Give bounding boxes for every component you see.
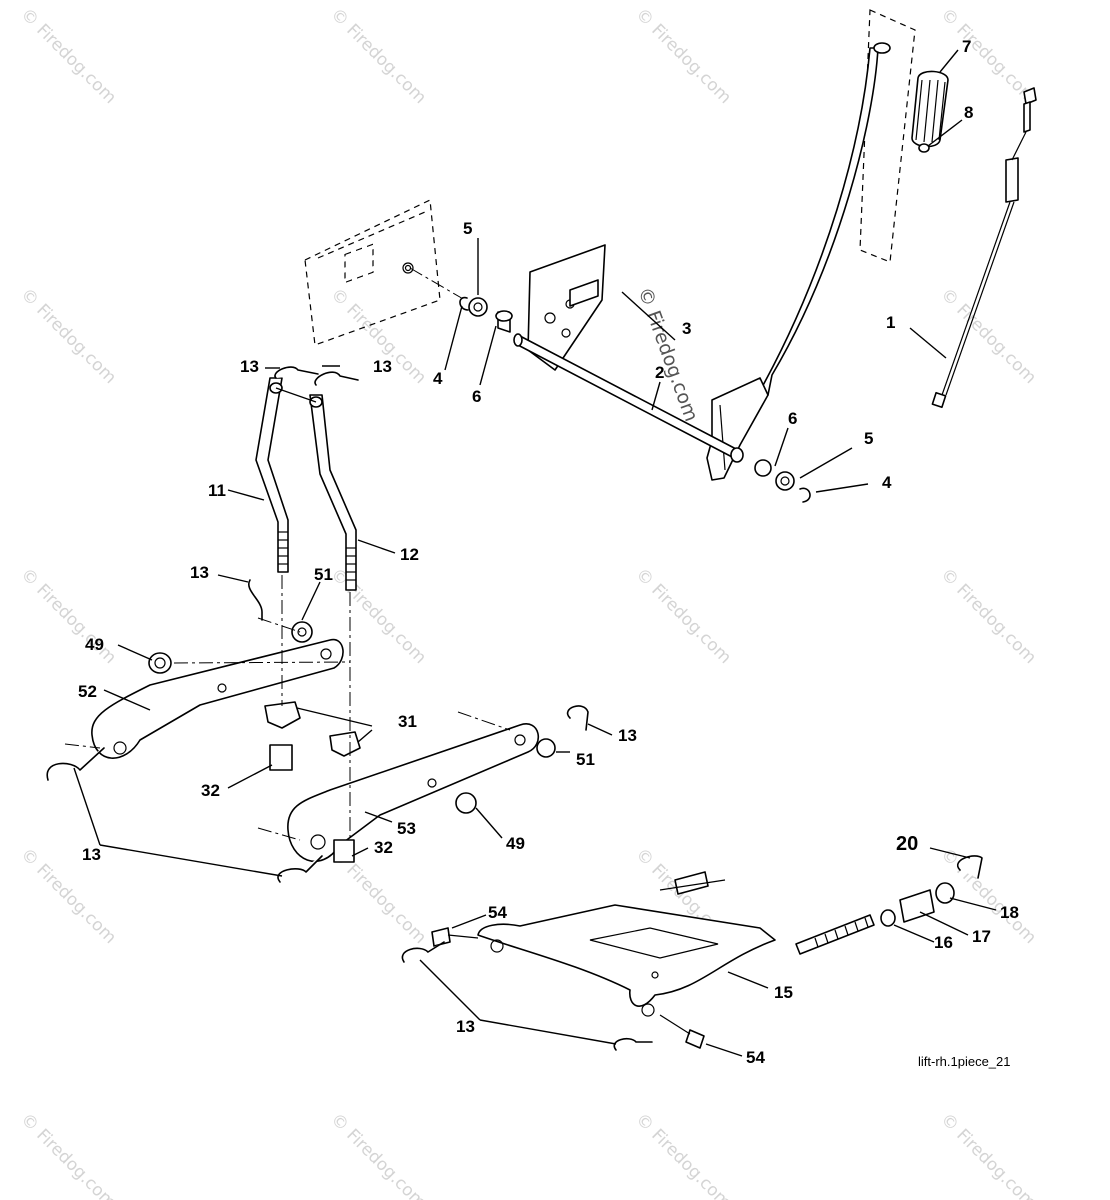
lift-bracket-plate [527,244,606,371]
callout-54-bottom: 54 [746,1048,765,1067]
callout-8: 8 [964,103,973,122]
drawing-caption: lift-rh.1piece_21 [918,1054,1011,1069]
lift-shaft [513,333,744,463]
lift-link-11 [255,377,289,573]
hairpin-clip [314,371,359,386]
callout-51-left: 51 [314,565,333,584]
hairpin-clip [46,747,105,781]
ferrule-32 [269,744,293,771]
watermark-text: © Firedog.com [16,284,120,388]
callout-3: 3 [682,319,691,338]
callout-52: 52 [78,682,97,701]
callout-13-top-right: 13 [373,357,392,376]
callout-6-left: 6 [472,387,481,406]
callout-20: 20 [896,833,918,855]
assembly-centerlines [64,575,511,841]
lift-rod [931,87,1037,409]
callout-5-right: 5 [864,429,873,448]
callout-54-top: 54 [488,903,507,922]
washer-51 [536,738,556,758]
callout-12: 12 [400,545,419,564]
callout-11: 11 [208,481,226,500]
lift-plate-15 [477,904,776,1017]
shaft-hardware-right [754,459,811,503]
callout-51-right: 51 [576,750,595,769]
trunnion-31 [264,701,301,729]
callout-13-right: 13 [618,726,637,745]
flange-bushing-49 [455,792,477,814]
callout-32-left: 32 [201,781,220,800]
lift-handle [706,42,891,481]
callout-4-right: 4 [882,473,892,492]
callout-7: 7 [962,37,971,56]
lift-link-12 [275,387,357,591]
frame-reference [304,199,466,346]
adjuster-assembly [659,855,983,955]
callout-13-mid: 13 [190,563,209,582]
callout-15: 15 [774,983,793,1002]
hairpin-clip [248,579,263,621]
callout-5-left: 5 [463,219,472,238]
callout-labels: 7 8 1 3 2 5 4 6 6 5 4 13 13 11 12 13 51 … [78,37,1019,1067]
trunnion-31 [329,731,361,757]
watermark-text: © Firedog.com [631,564,735,668]
watermark-layer: © Firedog.com © Firedog.com © Firedog.co… [16,4,1040,1200]
callout-18: 18 [1000,903,1019,922]
ferrule-32 [333,839,355,863]
callout-13-top-left: 13 [240,357,259,376]
watermark-text: © Firedog.com [16,564,120,668]
watermark-text: © Firedog.com [16,1109,120,1200]
callout-13-lower-left: 13 [82,845,101,864]
callout-4-left: 4 [433,369,443,388]
watermark-text: © Firedog.com [631,1109,735,1200]
watermark-text: © Firedog.com [936,1109,1040,1200]
callout-53: 53 [397,819,416,838]
hairpin-clip [401,941,445,963]
watermark-text: © Firedog.com [936,564,1040,668]
hairpin-clip [566,705,589,731]
watermark-text: © Firedog.com [631,4,735,108]
hairpin-clip [274,366,319,379]
callout-17: 17 [972,927,991,946]
watermark-text: © Firedog.com [936,284,1040,388]
watermark-text: © Firedog.com [326,4,430,108]
callout-1: 1 [886,313,895,332]
callout-2: 2 [655,363,664,382]
callout-13-bottom: 13 [456,1017,475,1036]
handle-grip [911,70,949,153]
lift-arm-53 [287,723,540,863]
callout-49-right: 49 [506,834,525,853]
bolt-54 [431,927,451,947]
hairpin-clip [613,1038,653,1051]
callout-31: 31 [398,712,417,731]
callout-6-right: 6 [788,409,797,428]
callout-49-left: 49 [85,635,104,654]
callout-16: 16 [934,933,953,952]
lift-arm-52 [91,638,344,759]
leader-lines [73,49,997,1057]
watermark-text: © Firedog.com [16,4,120,108]
shaft-hardware-left [459,296,513,333]
watermark-text: © Firedog.com [16,844,120,948]
hairpin-clip [277,855,323,883]
flange-bushing-49 [148,652,172,674]
callout-32-right: 32 [374,838,393,857]
washer-51 [291,621,313,643]
bolt-54 [685,1029,705,1049]
watermark-text: © Firedog.com [326,1109,430,1200]
